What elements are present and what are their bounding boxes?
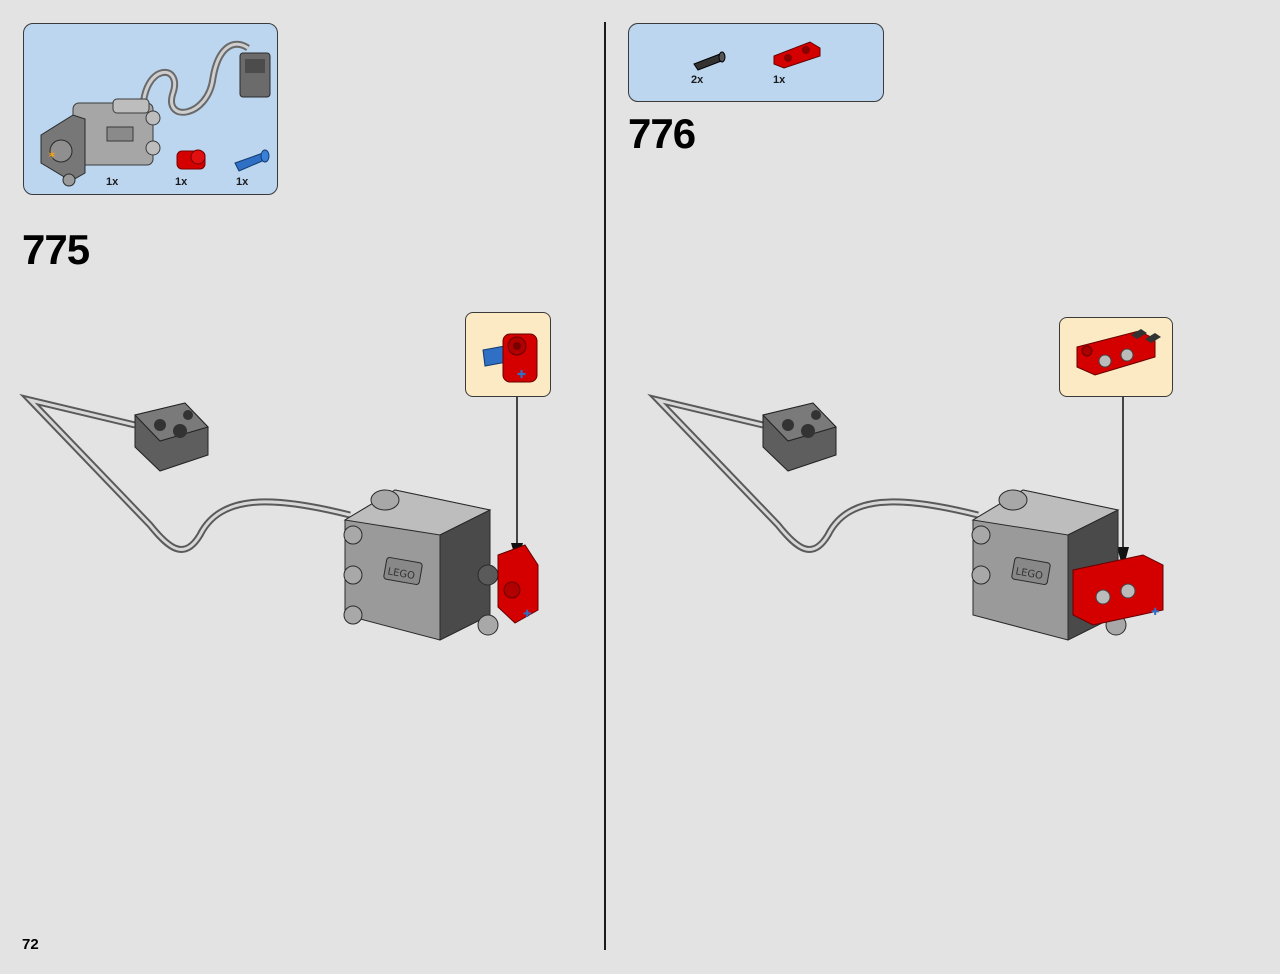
svg-text:✚: ✚ [517, 368, 526, 381]
red-connector-with-blue-pin-icon: ✚ [482, 333, 538, 383]
svg-text:LEGO: LEGO [1015, 566, 1044, 582]
svg-text:LEGO: LEGO [387, 566, 416, 582]
svg-text:✚: ✚ [523, 609, 531, 620]
power-functions-motor-icon: ✶ [40, 40, 271, 187]
svg-text:✶: ✶ [47, 148, 57, 162]
step-number-776: 776 [628, 110, 696, 157]
red-beam-2x1-icon [773, 41, 821, 69]
parts-list-step-776 [628, 23, 884, 102]
part-qty-blue-pin: 1x [236, 176, 249, 188]
part-qty-red-beam: 1x [773, 74, 786, 86]
step-number-775: 775 [22, 226, 90, 273]
black-friction-pin-icon [693, 51, 726, 71]
svg-text:✚: ✚ [1151, 607, 1159, 618]
red-beam-with-pins-icon [1076, 329, 1161, 376]
page-number: 72 [22, 936, 39, 953]
assembly-arrow-776 [1117, 397, 1129, 569]
page-divider [604, 22, 606, 950]
motor-assembly-776: LEGO ✚ [647, 393, 1164, 641]
part-qty-black-pin: 2x [691, 74, 704, 86]
part-qty-motor: 1x [106, 176, 119, 188]
motor-assembly-775: LEGO ✚ [19, 393, 539, 641]
part-qty-red-connector: 1x [175, 176, 188, 188]
